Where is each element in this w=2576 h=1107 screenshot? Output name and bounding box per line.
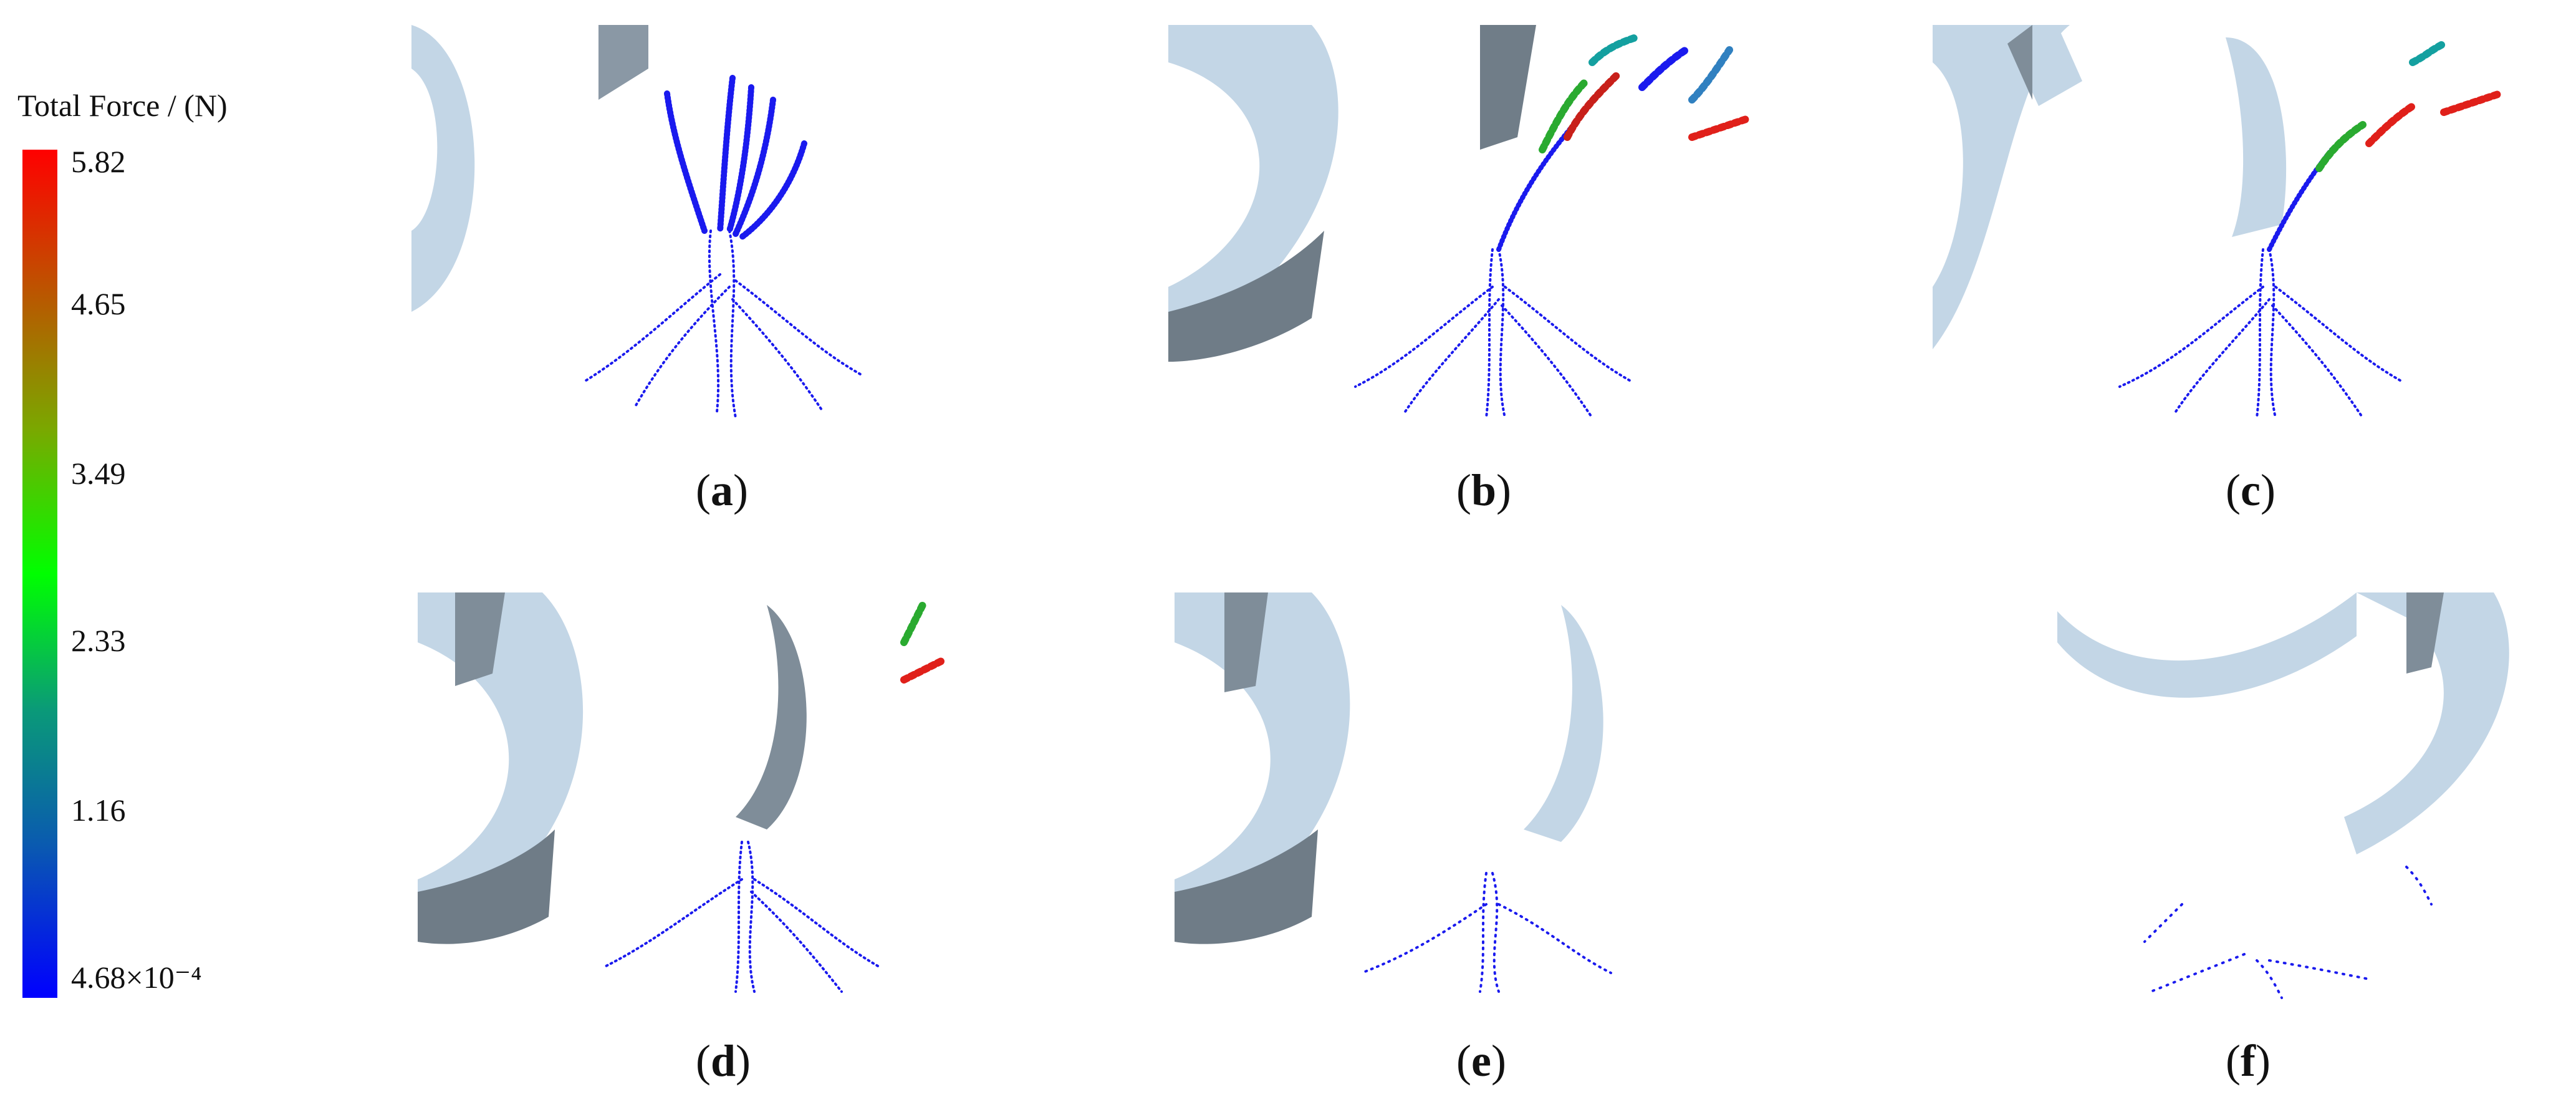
blade bbox=[1524, 605, 1603, 842]
high-force-root-fragments bbox=[2315, 40, 2504, 172]
blade bbox=[598, 25, 648, 100]
panel-c-illustration bbox=[1933, 25, 2504, 419]
panel-e bbox=[1175, 592, 1898, 1029]
colorbar bbox=[22, 150, 57, 998]
panel-b-illustration bbox=[1168, 25, 1752, 419]
root-system bbox=[1354, 122, 1631, 419]
blade bbox=[736, 605, 807, 829]
panel-label-b: (b) bbox=[1456, 465, 1512, 515]
panel-c bbox=[1933, 25, 2576, 462]
panel-a bbox=[411, 25, 1135, 462]
root-fragments-scattered bbox=[1360, 872, 1612, 993]
blade bbox=[1480, 25, 1536, 150]
high-force-root-fragments bbox=[900, 601, 945, 684]
panel-f bbox=[2057, 592, 2576, 1029]
root-fragments-scattered bbox=[2143, 866, 2433, 999]
panel-label-d: (d) bbox=[696, 1036, 751, 1086]
blade bbox=[2226, 37, 2287, 237]
panel-label-c: (c) bbox=[2226, 465, 2276, 515]
panel-e-illustration bbox=[1175, 592, 1612, 993]
blade bbox=[411, 25, 475, 312]
panel-d-illustration bbox=[418, 592, 945, 993]
blade bbox=[1175, 592, 1350, 942]
colorbar-tick: 1.16 bbox=[71, 793, 126, 828]
panel-a-illustration bbox=[411, 25, 862, 419]
panel-label-a: (a) bbox=[696, 465, 748, 515]
panel-label-f: (f) bbox=[2226, 1036, 2271, 1086]
blade-shadow bbox=[418, 829, 555, 944]
root-system bbox=[585, 75, 862, 419]
panel-d bbox=[418, 592, 1141, 1029]
colorbar-tick: 2.33 bbox=[71, 623, 126, 658]
panel-b bbox=[1168, 25, 1891, 462]
blade-shadow bbox=[1175, 829, 1318, 944]
panel-label-e: (e) bbox=[1456, 1036, 1506, 1086]
blade bbox=[455, 592, 505, 686]
legend-title: Total Force / (N) bbox=[17, 88, 228, 123]
panel-f-illustration bbox=[2057, 592, 2509, 999]
blade bbox=[1933, 25, 2070, 349]
colorbar-tick-min: 4.68×10⁻⁴ bbox=[71, 960, 202, 995]
colorbar-tick: 3.49 bbox=[71, 456, 126, 491]
blade bbox=[2057, 592, 2357, 698]
high-force-root-fragments bbox=[1539, 34, 1752, 153]
blade bbox=[2344, 592, 2509, 854]
root-system bbox=[603, 841, 880, 993]
colorbar-tick: 4.65 bbox=[71, 286, 126, 321]
blade bbox=[1168, 25, 1338, 362]
blade bbox=[1224, 592, 1268, 692]
blade bbox=[2406, 592, 2444, 674]
blade bbox=[418, 592, 584, 942]
colorbar-tick-max: 5.82 bbox=[71, 144, 126, 179]
blade bbox=[2007, 25, 2032, 100]
blade-shadow bbox=[1168, 231, 1324, 362]
